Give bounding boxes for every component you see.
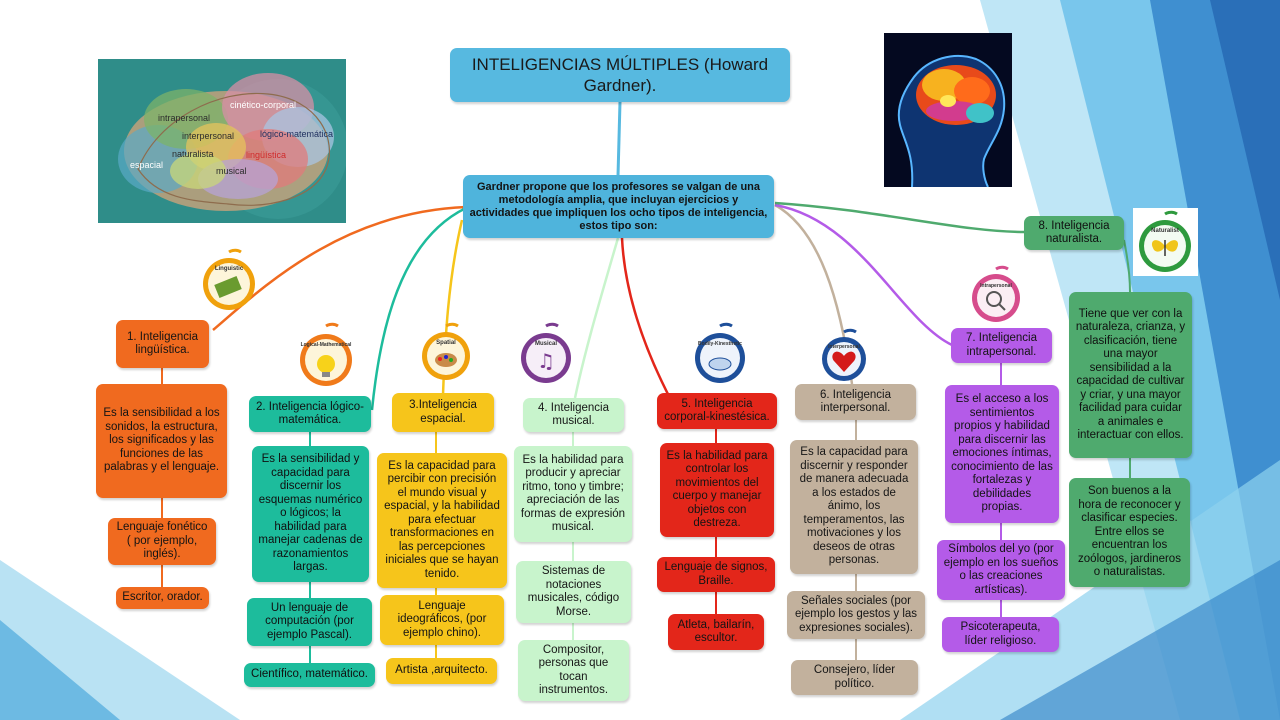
- musical-roles: Compositor, personas que tocan instrumen…: [518, 640, 629, 701]
- kinesthetic-description: Es la habilidad para controlar los movim…: [660, 443, 774, 537]
- kinesthetic-title: 5. Inteligencia corporal-kinestésica.: [657, 393, 777, 429]
- brain-label-logico: lógico-matemática: [260, 129, 333, 139]
- linguistic-example: Lenguaje fonético ( por ejemplo, inglés)…: [108, 518, 216, 565]
- naturalist-badge-icon: Naturalist: [1133, 208, 1198, 276]
- logical-mathematical-badge-icon: Logical-Mathematical: [296, 322, 356, 388]
- musical-title: 4. Inteligencia musical.: [523, 398, 624, 432]
- brain-label-interpersonal: interpersonal: [182, 131, 234, 141]
- logical-description: Es la sensibilidad y capacidad para disc…: [252, 446, 369, 582]
- interpersonal-title: 6. Inteligencia interpersonal.: [795, 384, 916, 420]
- spatial-title: 3.Inteligencia espacial.: [392, 393, 494, 432]
- linguistic-description: Es la sensibilidad a los sonidos, la est…: [96, 384, 227, 498]
- linguistic-badge-icon: Linguistic: [199, 248, 259, 312]
- logical-title: 2. Inteligencia lógico-matemática.: [249, 396, 371, 432]
- spatial-badge-icon: Spatial: [418, 322, 474, 382]
- interpersonal-description: Es la capacidad para discernir y respond…: [790, 440, 918, 574]
- musical-description: Es la habilidad para producir y apreciar…: [514, 446, 632, 542]
- intrapersonal-badge-icon: Intrapersonal: [968, 265, 1024, 325]
- brain-lobes-image: cinético-corporal intrapersonal lógico-m…: [98, 59, 346, 223]
- logical-roles: Científico, matemático.: [244, 663, 375, 687]
- naturalist-title: 8. Inteligencia naturalista.: [1024, 216, 1124, 250]
- svg-text:♫: ♫: [537, 349, 555, 373]
- brain-label-intrapersonal: intrapersonal: [158, 113, 210, 123]
- kinesthetic-roles: Atleta, bailarín, escultor.: [668, 614, 764, 650]
- glowing-brain-head-image: [884, 33, 1012, 187]
- spatial-example: Lenguaje ideográficos, (por ejemplo chin…: [380, 595, 504, 645]
- naturalist-description: Tiene que ver con la naturaleza, crianza…: [1069, 292, 1192, 458]
- intrapersonal-title: 7. Inteligencia intrapersonal.: [951, 328, 1052, 363]
- logical-example: Un lenguaje de computación (por ejemplo …: [247, 598, 372, 646]
- badge-label: Logical-Mathematical: [301, 342, 352, 348]
- musical-badge-icon: ♫ Musical: [517, 322, 575, 386]
- badge-label: Linguistic: [215, 266, 244, 272]
- badge-label: Musical: [535, 341, 557, 347]
- bodily-kinesthetic-badge-icon: Bodily-Kinesthetic: [691, 322, 749, 386]
- badge-label: Interpersonal: [828, 344, 860, 350]
- badge-label: Bodily-Kinesthetic: [698, 341, 742, 347]
- map-title: INTELIGENCIAS MÚLTIPLES (Howard Gardner)…: [450, 48, 790, 102]
- naturalist-example: Son buenos a la hora de reconocer y clas…: [1069, 478, 1190, 587]
- interpersonal-roles: Consejero, líder político.: [791, 660, 918, 695]
- brain-label-linguistica: lingüística: [246, 150, 286, 160]
- linguistic-title: 1. Inteligencia lingüística.: [116, 320, 209, 368]
- intrapersonal-roles: Psicoterapeuta, líder religioso.: [942, 617, 1059, 652]
- musical-example: Sistemas de notaciones musicales, código…: [516, 561, 631, 623]
- interpersonal-example: Señales sociales (por ejemplo los gestos…: [787, 591, 925, 639]
- brain-label-cinetico: cinético-corporal: [230, 100, 296, 110]
- badge-label: Naturalist: [1151, 228, 1179, 234]
- linguistic-roles: Escritor, orador.: [116, 587, 209, 609]
- badge-label: Intrapersonal: [980, 283, 1012, 289]
- intrapersonal-description: Es el acceso a los sentimientos propios …: [945, 385, 1059, 523]
- badge-label: Spatial: [436, 340, 456, 346]
- spatial-roles: Artista ,arquitecto.: [386, 658, 497, 684]
- brain-label-naturalista: naturalista: [172, 149, 214, 159]
- intro-node: Gardner propone que los profesores se va…: [463, 175, 774, 238]
- intrapersonal-example: Símbolos del yo (por ejemplo en los sueñ…: [937, 540, 1065, 600]
- brain-label-musical: musical: [216, 166, 247, 176]
- brain-label-espacial: espacial: [130, 160, 163, 170]
- spatial-description: Es la capacidad para percibir con precis…: [377, 453, 507, 588]
- kinesthetic-example: Lenguaje de signos, Braille.: [657, 557, 775, 592]
- interpersonal-badge-icon: Interpersonal: [818, 328, 870, 384]
